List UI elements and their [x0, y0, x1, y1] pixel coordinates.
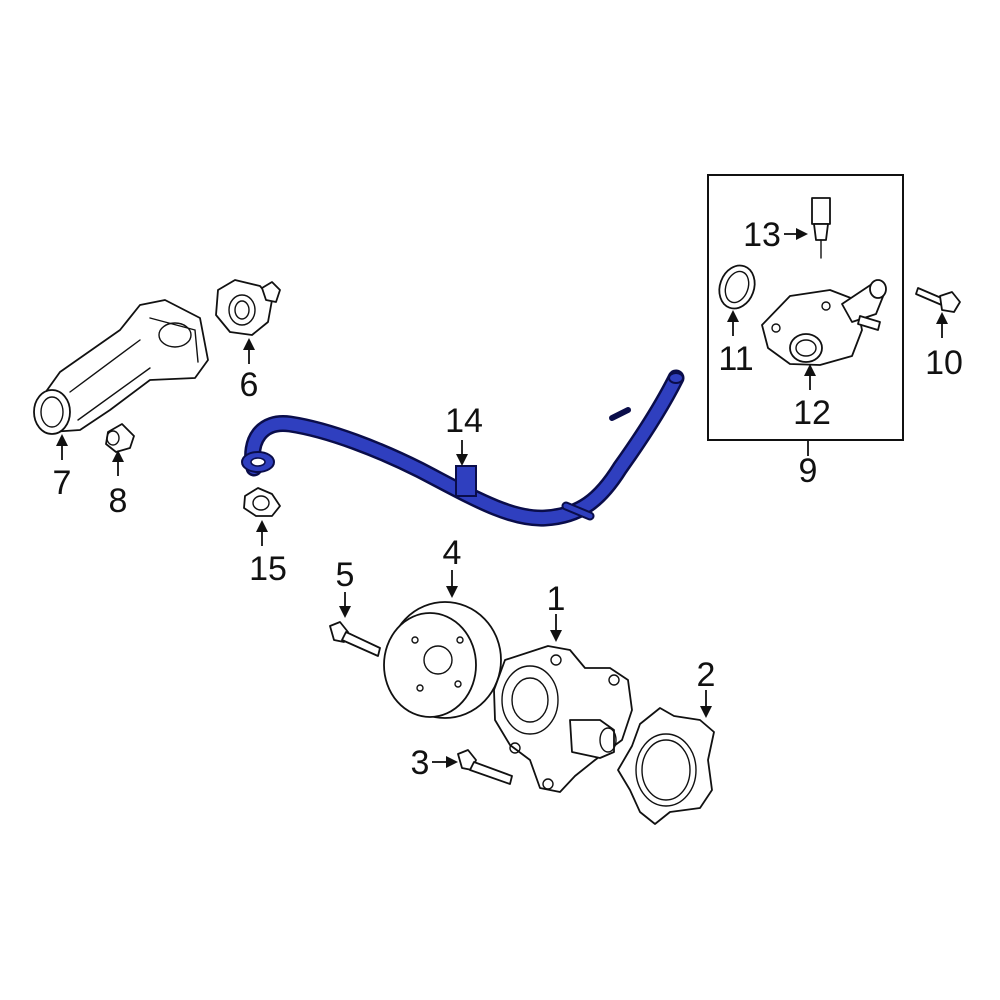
- part-5-bolt[interactable]: [329, 621, 381, 657]
- part-10-bolt[interactable]: [915, 287, 961, 313]
- part-6-inlet-flange[interactable]: [215, 279, 281, 336]
- callout-6: 6: [240, 366, 259, 404]
- callout-14: 14: [445, 402, 483, 440]
- callout-8: 8: [109, 482, 128, 520]
- part-13-temp-sensor[interactable]: [811, 197, 831, 259]
- callout-7: 7: [53, 464, 72, 502]
- part-3-bolt[interactable]: [457, 749, 513, 785]
- part-2-pump-gasket[interactable]: [617, 707, 715, 825]
- callout-10: 10: [925, 344, 963, 382]
- callout-9: 9: [799, 452, 818, 490]
- part-9-assembly-box: [707, 174, 904, 441]
- callout-4: 4: [443, 534, 462, 572]
- part-11-o-ring[interactable]: [714, 261, 761, 314]
- callout-13: 13: [743, 216, 781, 254]
- callout-1: 1: [547, 580, 566, 618]
- callout-15: 15: [249, 550, 287, 588]
- callout-2: 2: [697, 656, 716, 694]
- part-12-thermostat-housing[interactable]: [761, 279, 887, 366]
- callout-12: 12: [793, 394, 831, 432]
- callout-5: 5: [336, 556, 355, 594]
- part-14-water-pipe[interactable]: [241, 369, 685, 527]
- callout-11: 11: [718, 340, 753, 378]
- callout-3: 3: [411, 744, 430, 782]
- callout-labels: 1 2 3 4 5 6 7 8 9 10 11 12 13 14 15: [53, 216, 963, 782]
- part-4-pulley[interactable]: [383, 601, 502, 719]
- leader-lines: [56, 228, 948, 768]
- part-7-water-outlet[interactable]: [33, 299, 209, 435]
- part-15-gasket[interactable]: [243, 487, 281, 517]
- part-8-plug[interactable]: [105, 423, 135, 453]
- part-1-water-pump[interactable]: [493, 645, 633, 793]
